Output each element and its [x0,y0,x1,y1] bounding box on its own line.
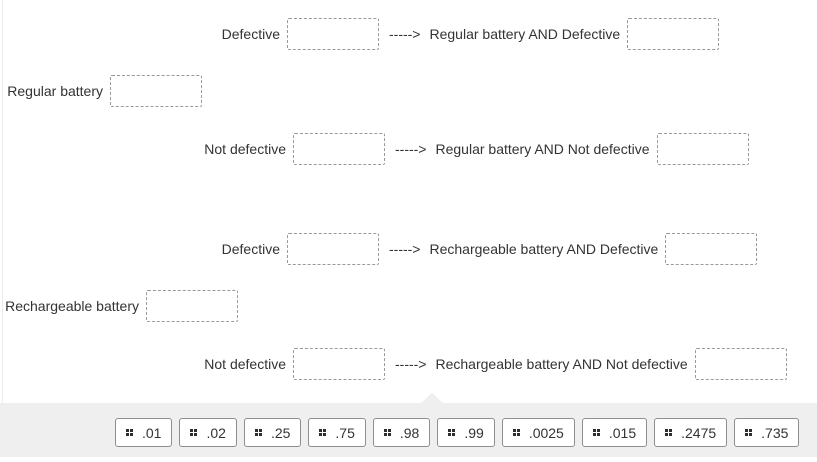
drag-handle-icon [126,429,133,436]
branch-row-regular-defective: Defective -----> Regular battery AND Def… [222,18,720,50]
arrow: -----> [395,141,427,157]
arrow: -----> [395,356,427,372]
chip-value: .015 [608,424,637,441]
chip-value: .75 [335,424,355,441]
branch-label: Not defective [204,141,286,157]
chip-value: .99 [464,424,484,441]
chip-list: .01 .02 .25 .75 .98 .99 .0025 .015 [115,418,800,447]
chip-25[interactable]: .25 [243,418,302,447]
chip-value: .98 [399,424,420,441]
dropzone-regular-defective-joint[interactable] [627,18,720,50]
outcome-label: Regular battery AND Not defective [435,141,650,157]
dropzone-regular-defective-prob[interactable] [287,18,379,50]
parent-row-rechargeable: Rechargeable battery [5,290,238,322]
chip-value: .0025 [528,424,564,441]
drag-handle-icon [254,429,262,436]
dropzone-rechargeable-notdefective-prob[interactable] [293,348,385,380]
left-edge-divider [2,0,3,403]
chip-2475[interactable]: .2475 [654,418,728,447]
dropzone-regular-notdefective-prob[interactable] [293,133,385,165]
branch-row-rechargeable-notdefective: Not defective -----> Rechargeable batter… [204,348,787,380]
arrow: -----> [389,26,421,42]
chip-value: .25 [270,424,291,441]
chip-0025[interactable]: .0025 [501,418,575,447]
branch-row-regular-notdefective: Not defective -----> Regular battery AND… [204,133,749,165]
dropzone-rechargeable-prob[interactable] [146,290,238,322]
chip-99[interactable]: .99 [437,418,495,447]
drag-handle-icon [665,429,672,436]
branch-label: Defective [221,241,280,257]
chip-value: .2475 [681,424,717,441]
outcome-label: Rechargeable battery AND Defective [429,241,659,257]
chip-735[interactable]: .735 [734,418,800,447]
drag-handle-icon [448,429,455,436]
chip-98[interactable]: .98 [372,418,431,447]
outcome-label: Rechargeable battery AND Not defective [435,356,688,372]
branch-row-rechargeable-defective: Defective -----> Rechargeable battery AN… [222,233,758,265]
branch-label: Not defective [204,356,286,372]
arrow: -----> [389,241,421,257]
dropzone-regular-notdefective-joint[interactable] [656,133,749,165]
chip-value: .02 [206,424,226,441]
drag-handle-icon [383,429,391,436]
parent-row-regular: Regular battery [7,75,202,107]
chip-value: .735 [761,424,789,441]
drag-handle-icon [319,429,326,436]
outcome-label: Regular battery AND Defective [429,26,621,42]
drag-handle-icon [592,429,600,436]
drag-handle-icon [190,429,197,436]
chip-015[interactable]: .015 [581,418,648,447]
chip-02[interactable]: .02 [179,418,237,447]
parent-label: Rechargeable battery [5,298,139,314]
chip-01[interactable]: .01 [115,418,173,447]
chip-value: .01 [142,424,162,441]
dropzone-rechargeable-defective-prob[interactable] [287,233,379,265]
dropzone-regular-prob[interactable] [110,75,202,107]
tray-notch [421,393,443,403]
parent-label: Regular battery [7,83,103,99]
drag-handle-icon [745,429,752,436]
dropzone-rechargeable-notdefective-joint[interactable] [694,348,787,380]
drag-handle-icon [512,429,520,436]
chip-75[interactable]: .75 [308,418,366,447]
dropzone-rechargeable-defective-joint[interactable] [665,233,758,265]
branch-label: Defective [221,26,280,42]
